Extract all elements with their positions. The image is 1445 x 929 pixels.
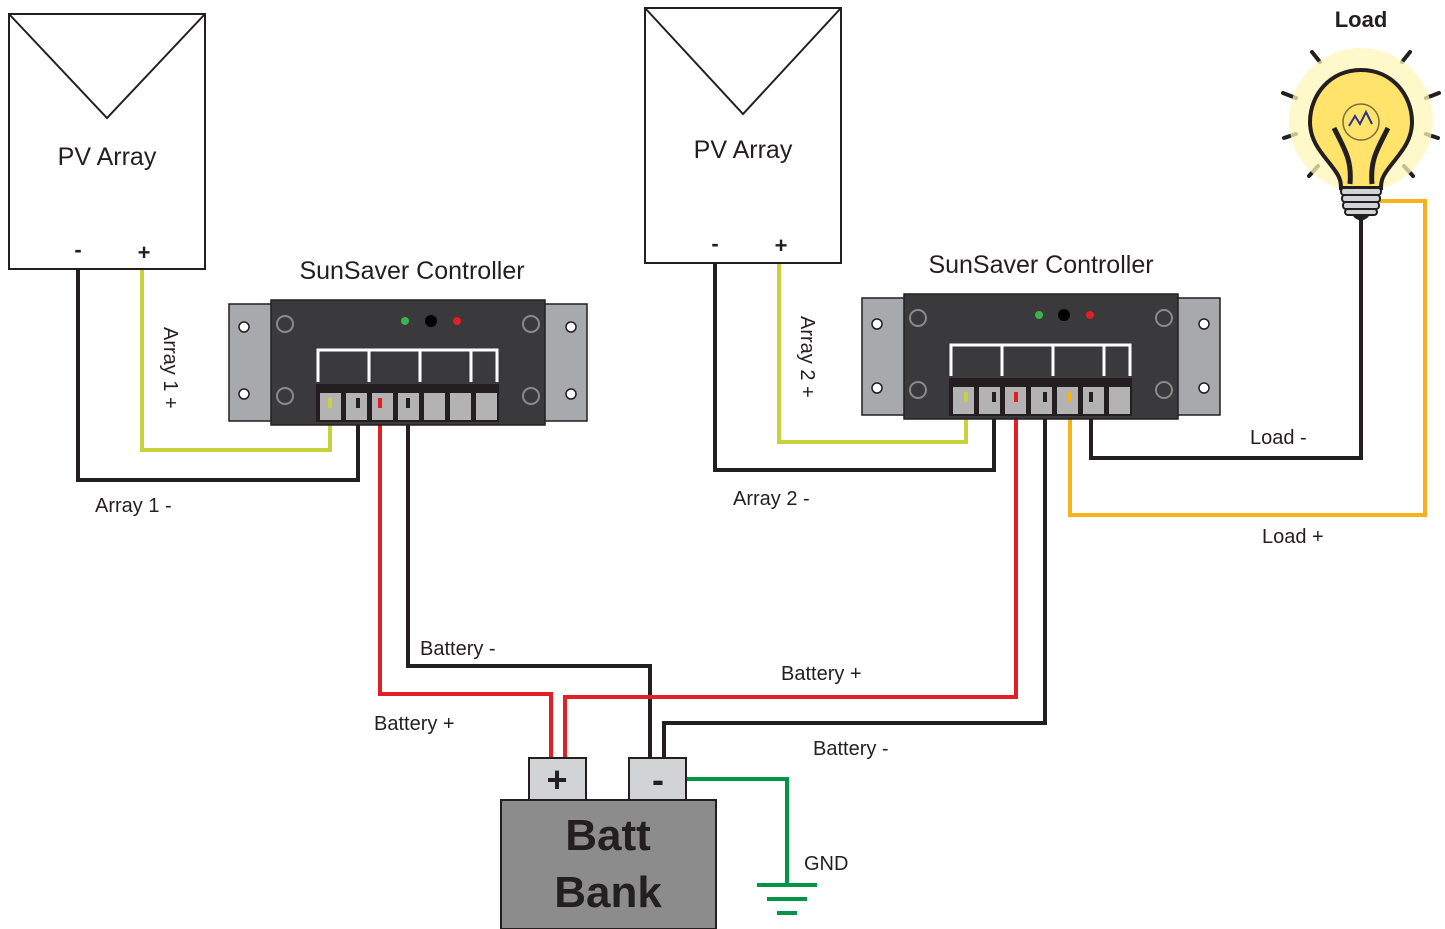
pv-array-left-plus-label: +	[138, 240, 151, 265]
load-title: Load	[1335, 7, 1388, 32]
wire-battery-minus-right	[662, 402, 1047, 760]
label-load-minus: Load -	[1250, 427, 1307, 449]
wire-battery-plus-right	[563, 402, 1018, 760]
battery-label-line2: Bank	[554, 868, 662, 917]
wire-battery-plus-left	[378, 408, 553, 760]
label-load-plus: Load +	[1262, 526, 1324, 548]
pv-array-right: PV Array - +	[644, 7, 842, 264]
wire-array2-minus	[713, 262, 996, 472]
wire-array1-plus	[140, 268, 332, 452]
controller-right-center-led	[1058, 309, 1070, 321]
pv-array-left: PV Array - +	[8, 13, 206, 270]
label-battery-minus-left: Battery -	[420, 638, 496, 660]
pv-array-left-minus-label: -	[74, 237, 81, 262]
battery-minus-label: -	[652, 759, 664, 800]
wire-ground	[685, 777, 789, 884]
controller-left-center-led	[425, 315, 437, 327]
pv-array-right-minus-label: -	[711, 231, 718, 256]
ground-label: GND	[804, 853, 848, 875]
battery-plus-label: +	[546, 759, 567, 800]
pv-array-left-title: PV Array	[58, 143, 157, 171]
label-array2-plus: Array 2 +	[796, 316, 818, 398]
label-array1-minus: Array 1 -	[95, 495, 172, 517]
load-bulb: Load	[1281, 7, 1441, 221]
controller-left-red-led	[453, 317, 461, 325]
label-battery-plus-left: Battery +	[374, 713, 455, 735]
wire-array2-plus	[777, 262, 968, 444]
wires	[76, 199, 1427, 884]
wire-array1-minus	[76, 268, 360, 482]
wire-load-plus	[1068, 199, 1427, 517]
pv-array-right-plus-label: +	[775, 233, 788, 258]
label-battery-minus-right: Battery -	[813, 738, 889, 760]
label-array1-plus: Array 1 +	[159, 327, 181, 409]
ground-symbol-icon	[757, 883, 817, 915]
wire-load-minus	[1089, 218, 1363, 460]
wire-battery-minus-left	[406, 408, 652, 760]
label-battery-plus-right: Battery +	[781, 663, 862, 685]
battery-bank: + - Batt Bank	[500, 757, 717, 929]
controller-left: SunSaver Controller	[228, 257, 588, 426]
label-array2-minus: Array 2 -	[733, 488, 810, 510]
controller-right: SunSaver Controller	[861, 251, 1221, 420]
controller-right-terminals	[953, 387, 1130, 414]
controller-left-title: SunSaver Controller	[299, 257, 524, 285]
controller-right-title: SunSaver Controller	[928, 251, 1153, 279]
controller-right-green-led	[1035, 311, 1043, 319]
battery-label-line1: Batt	[565, 811, 651, 860]
bulb-base-icon	[1340, 187, 1382, 216]
battery-body	[500, 799, 717, 929]
controller-left-green-led	[401, 317, 409, 325]
controller-right-red-led	[1086, 311, 1094, 319]
pv-array-right-title: PV Array	[694, 136, 793, 164]
